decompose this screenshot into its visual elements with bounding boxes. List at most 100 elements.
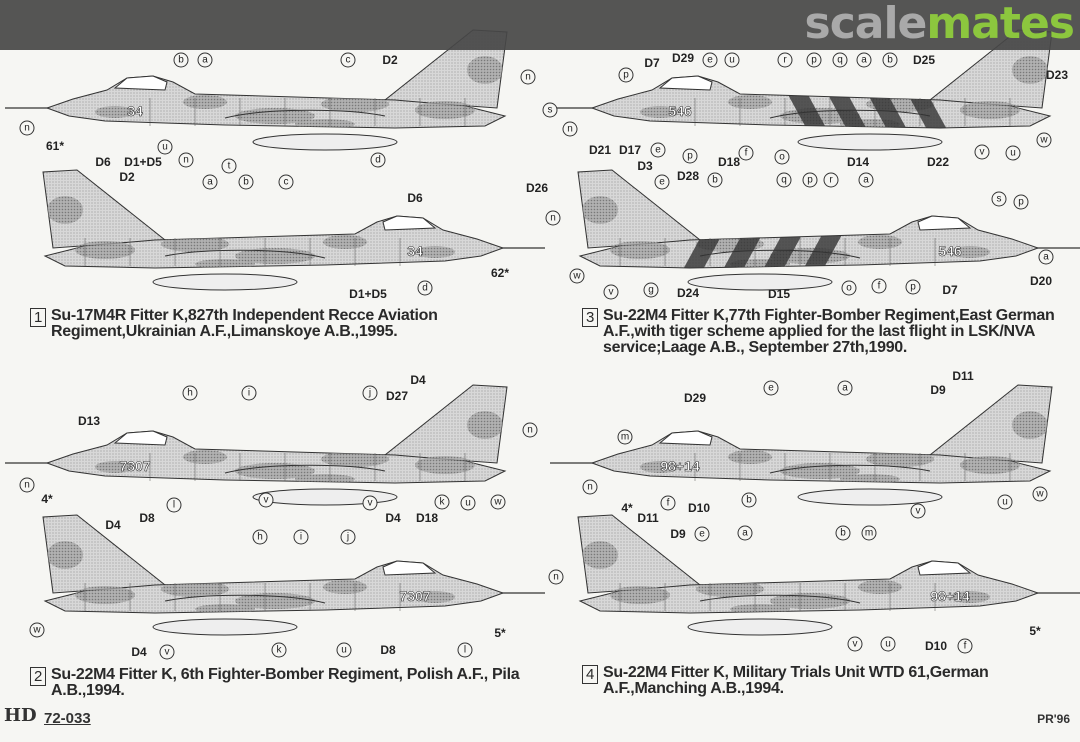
paint-callout: n bbox=[178, 152, 194, 168]
profile-2-left: 7307 bbox=[5, 384, 508, 506]
logo-mates: mates bbox=[926, 0, 1075, 49]
decal-callout: D8 bbox=[139, 511, 155, 525]
decal-callout: D1+D5 bbox=[124, 155, 162, 169]
paint-callout: k bbox=[434, 494, 450, 510]
paint-callout: a bbox=[858, 172, 874, 188]
paint-callout: c bbox=[278, 174, 294, 190]
decal-callout: D11 bbox=[637, 511, 659, 525]
paint-callout: a bbox=[837, 380, 853, 396]
paint-callout: a bbox=[737, 525, 753, 541]
aircraft-number: 98+14 bbox=[660, 458, 700, 474]
caption-text: Su-22M4 Fitter K, Military Trials Unit W… bbox=[603, 664, 989, 697]
profile-3-left: 546 bbox=[550, 29, 1053, 151]
paint-callout: n bbox=[520, 69, 536, 85]
paint-callout: p bbox=[618, 67, 634, 83]
decal-callout: D29 bbox=[683, 391, 707, 405]
paint-callout: b bbox=[741, 492, 757, 508]
paint-callout: e bbox=[763, 380, 779, 396]
decal-callout: D4 bbox=[131, 645, 147, 659]
paint-callout: o bbox=[774, 149, 790, 165]
paint-callout: r bbox=[777, 52, 793, 68]
caption-4: 4 Su-22M4 Fitter K, Military Trials Unit… bbox=[582, 665, 1063, 697]
decal-callout: D2 bbox=[382, 53, 398, 67]
paint-callout: e bbox=[694, 526, 710, 542]
decal-callout: D27 bbox=[385, 389, 409, 403]
aircraft-number: 34 bbox=[407, 243, 423, 259]
paint-callout: v bbox=[159, 644, 175, 660]
profile-number: 3 bbox=[582, 308, 599, 327]
paint-callout: t bbox=[221, 158, 237, 174]
decal-callout: D25 bbox=[912, 53, 936, 67]
decal-callout: D23 bbox=[1045, 68, 1069, 82]
paint-callout: n bbox=[19, 477, 35, 493]
paint-callout: g bbox=[643, 282, 659, 298]
decal-callout: D4 bbox=[410, 373, 426, 387]
caption-text: Su-22M4 Fitter K, 6th Fighter-Bomber Reg… bbox=[51, 666, 520, 699]
paint-callout: i bbox=[293, 529, 309, 545]
paint-callout: h bbox=[252, 529, 268, 545]
paint-callout: p bbox=[806, 52, 822, 68]
caption-2: 2 Su-22M4 Fitter K, 6th Fighter-Bomber R… bbox=[30, 667, 561, 699]
decal-callout: D18 bbox=[415, 511, 439, 525]
paint-callout: m bbox=[861, 525, 877, 541]
decal-callout: D24 bbox=[676, 286, 700, 300]
paint-callout: u bbox=[880, 636, 896, 652]
decal-callout: D18 bbox=[717, 155, 741, 169]
paint-callout: b bbox=[835, 525, 851, 541]
paint-callout: f bbox=[871, 278, 887, 294]
paint-callout: q bbox=[832, 52, 848, 68]
decal-callout: D7 bbox=[942, 283, 958, 297]
paint-callout: f bbox=[738, 145, 754, 161]
paint-callout: m bbox=[617, 429, 633, 445]
profile-number: 2 bbox=[30, 667, 47, 686]
decal-callout: 4* bbox=[621, 501, 633, 515]
caption-1: 1 Su-17M4R Fitter K,827th Independent Re… bbox=[30, 308, 491, 340]
paint-callout: b bbox=[882, 52, 898, 68]
aircraft-number: 34 bbox=[127, 103, 143, 119]
paint-callout: u bbox=[997, 494, 1013, 510]
paint-callout: w bbox=[1036, 132, 1052, 148]
paint-callout: i bbox=[241, 385, 257, 401]
decal-callout: D9 bbox=[670, 527, 686, 541]
paint-callout: n bbox=[19, 120, 35, 136]
paint-callout: n bbox=[545, 210, 561, 226]
paint-callout: v bbox=[910, 503, 926, 519]
paint-callout: u bbox=[157, 139, 173, 155]
paint-callout: j bbox=[362, 385, 378, 401]
aircraft-number: 546 bbox=[938, 243, 962, 259]
maker-logo: HD bbox=[4, 705, 37, 726]
decal-callout: D9 bbox=[930, 383, 946, 397]
paint-callout: p bbox=[802, 172, 818, 188]
paint-callout: k bbox=[271, 642, 287, 658]
paint-callout: v bbox=[603, 284, 619, 300]
paint-callout: p bbox=[682, 148, 698, 164]
profile-4-left: 98+14 bbox=[550, 384, 1053, 506]
caption-text: Su-22M4 Fitter K,77th Fighter-Bomber Reg… bbox=[603, 307, 1055, 356]
paint-callout: b bbox=[707, 172, 723, 188]
paint-callout: n bbox=[548, 569, 564, 585]
paint-callout: n bbox=[522, 422, 538, 438]
paint-callout: s bbox=[542, 102, 558, 118]
paint-callout: b bbox=[238, 174, 254, 190]
decal-callout: D28 bbox=[676, 169, 700, 183]
decal-callout: D13 bbox=[77, 414, 101, 428]
decal-callout: D8 bbox=[380, 643, 396, 657]
paint-callout: n bbox=[582, 479, 598, 495]
paint-callout: d bbox=[370, 152, 386, 168]
aircraft-number: 7307 bbox=[399, 588, 430, 604]
paint-callout: c bbox=[340, 52, 356, 68]
paint-callout: b bbox=[173, 52, 189, 68]
decal-callout: D2 bbox=[119, 170, 135, 184]
paint-callout: p bbox=[905, 279, 921, 295]
paint-callout: a bbox=[197, 52, 213, 68]
decal-callout: D6 bbox=[95, 155, 111, 169]
paint-callout: f bbox=[660, 495, 676, 511]
decal-callout: D14 bbox=[846, 155, 870, 169]
decal-callout: D21 bbox=[588, 143, 612, 157]
logo-scale: scale bbox=[804, 0, 928, 49]
profile-number: 4 bbox=[582, 665, 599, 684]
decal-callout: D4 bbox=[385, 511, 401, 525]
decal-callout: 5* bbox=[494, 626, 506, 640]
paint-callout: s bbox=[991, 191, 1007, 207]
